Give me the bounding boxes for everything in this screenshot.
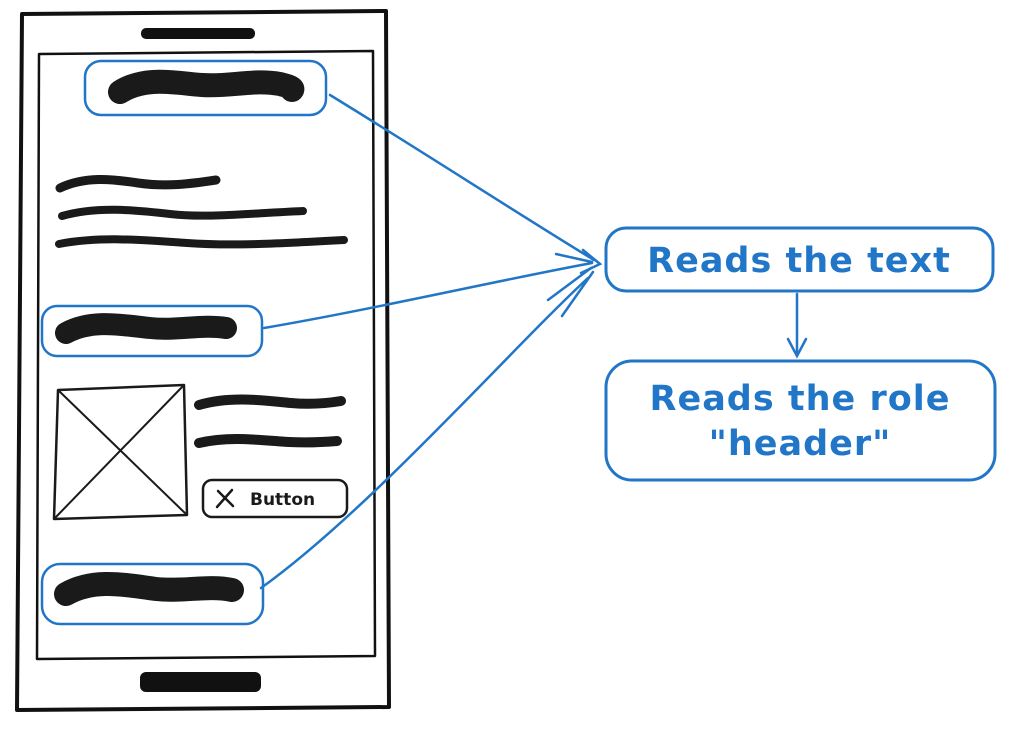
header-text-scribble — [55, 313, 237, 344]
caption-lines — [194, 394, 346, 448]
text-line-1 — [55, 175, 221, 193]
arrowhead-into-reads-role — [786, 337, 808, 359]
burst-stroke-3 — [554, 252, 594, 264]
burst-stroke-2 — [560, 270, 595, 318]
burst-stroke-1 — [546, 266, 593, 302]
caption-line-2 — [194, 434, 342, 448]
arrow-from-top-header — [328, 93, 596, 262]
arrowhead-into-reads-text — [579, 248, 603, 275]
header-element-bottom — [40, 562, 265, 626]
arrow-from-bottom-header — [259, 276, 590, 590]
screen-content: Button — [40, 59, 349, 626]
annotation-reads-role: Reads the role "header" — [604, 359, 997, 482]
paragraph-lines — [55, 175, 348, 249]
reads-role-label-line1: Reads the role — [650, 379, 951, 419]
text-line-3 — [55, 235, 348, 249]
header-highlight-box — [40, 304, 264, 358]
reads-text-label: Reads the text — [647, 241, 951, 281]
connector-arrows — [259, 93, 808, 590]
header-highlight-box — [40, 562, 265, 626]
button-label: Button — [250, 490, 315, 510]
phone-frame — [15, 9, 391, 712]
caption-line-1 — [194, 394, 346, 410]
annotation-reads-text: Reads the text — [604, 226, 995, 293]
reads-text-box — [604, 226, 995, 293]
button-outline — [201, 478, 349, 519]
image-placeholder-icon — [52, 383, 189, 521]
reads-role-box — [604, 359, 997, 482]
phone-speaker-bar — [141, 28, 255, 39]
header-element-top — [83, 59, 328, 117]
reads-role-label-line2: "header" — [709, 424, 892, 464]
arrow-from-middle-header — [262, 261, 594, 330]
image-cross-lines — [53, 384, 188, 520]
header-highlight-box — [83, 59, 328, 117]
phone-home-bar — [140, 672, 261, 692]
phone-outline — [15, 9, 391, 712]
header-text-scribble — [54, 572, 244, 606]
header-element-middle — [40, 304, 264, 358]
text-line-2 — [58, 205, 307, 220]
header-text-scribble — [108, 69, 305, 104]
wireframe-button: Button — [201, 478, 349, 519]
x-icon — [215, 488, 235, 509]
phone-screen — [35, 49, 377, 661]
